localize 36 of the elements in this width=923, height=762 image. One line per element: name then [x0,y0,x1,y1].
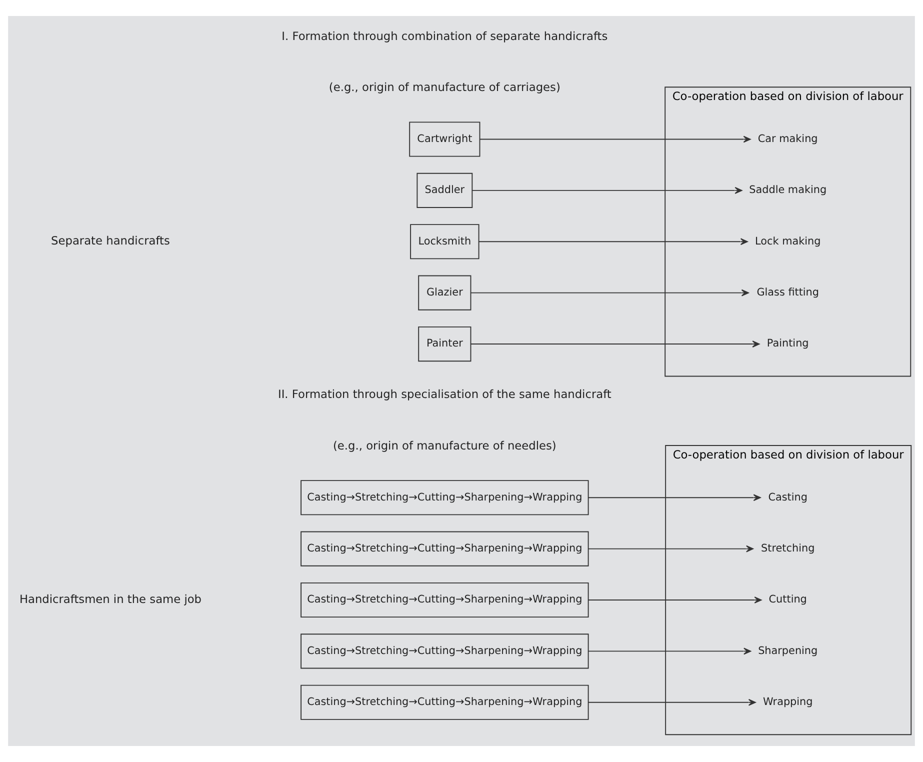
arrow [479,136,751,143]
arrow [472,186,742,194]
node-box: Casting→Stretching→Cutting→Sharpening→Wrapping [300,480,589,516]
label: I. Formation through combination of separate handicrafts [282,28,608,43]
arrow [470,340,760,348]
label: II. Formation through specialisation of the same handicraft [278,387,612,402]
node-box: Saddler [416,172,473,208]
arrow [588,698,756,706]
arrow [478,238,748,246]
node-text: Sharpening [758,644,818,657]
node-box: Cartwright [409,122,480,157]
node-box: Casting→Stretching→Cutting→Sharpening→Wrapping [300,582,589,618]
label: (e.g., origin of manufacture of needles) [333,438,556,452]
label: Separate handicrafts [51,234,170,248]
arrow [588,596,762,604]
node-box: Locksmith [410,224,480,260]
node-text: Lock making [755,235,821,248]
node-box: Casting→Stretching→Cutting→Sharpening→Wrapping [300,634,589,669]
arrow [470,289,749,296]
node-text: Glass fitting [756,286,820,298]
arrow [588,494,761,502]
node-text: Saddle making [749,184,827,196]
node-text: Casting [768,491,808,504]
node-box: Casting→Stretching→Cutting→Sharpening→Wrapping [300,531,589,566]
label: (e.g., origin of manufacture of carriages) [328,80,560,94]
arrow [588,648,752,655]
node-box: Casting→Stretching→Cutting→Sharpening→Wrapping [300,684,589,720]
node-text: Stretching [761,542,815,554]
arrow [588,545,754,552]
node-text: Painting [766,338,809,350]
node-box: Painter [418,326,472,362]
node-box: Glazier [418,275,472,310]
node-text: Car making [758,132,818,145]
label: Handicraftsmen in the same job [19,592,202,606]
node-text: Wrapping [762,696,813,708]
node-text: Cutting [768,594,807,606]
